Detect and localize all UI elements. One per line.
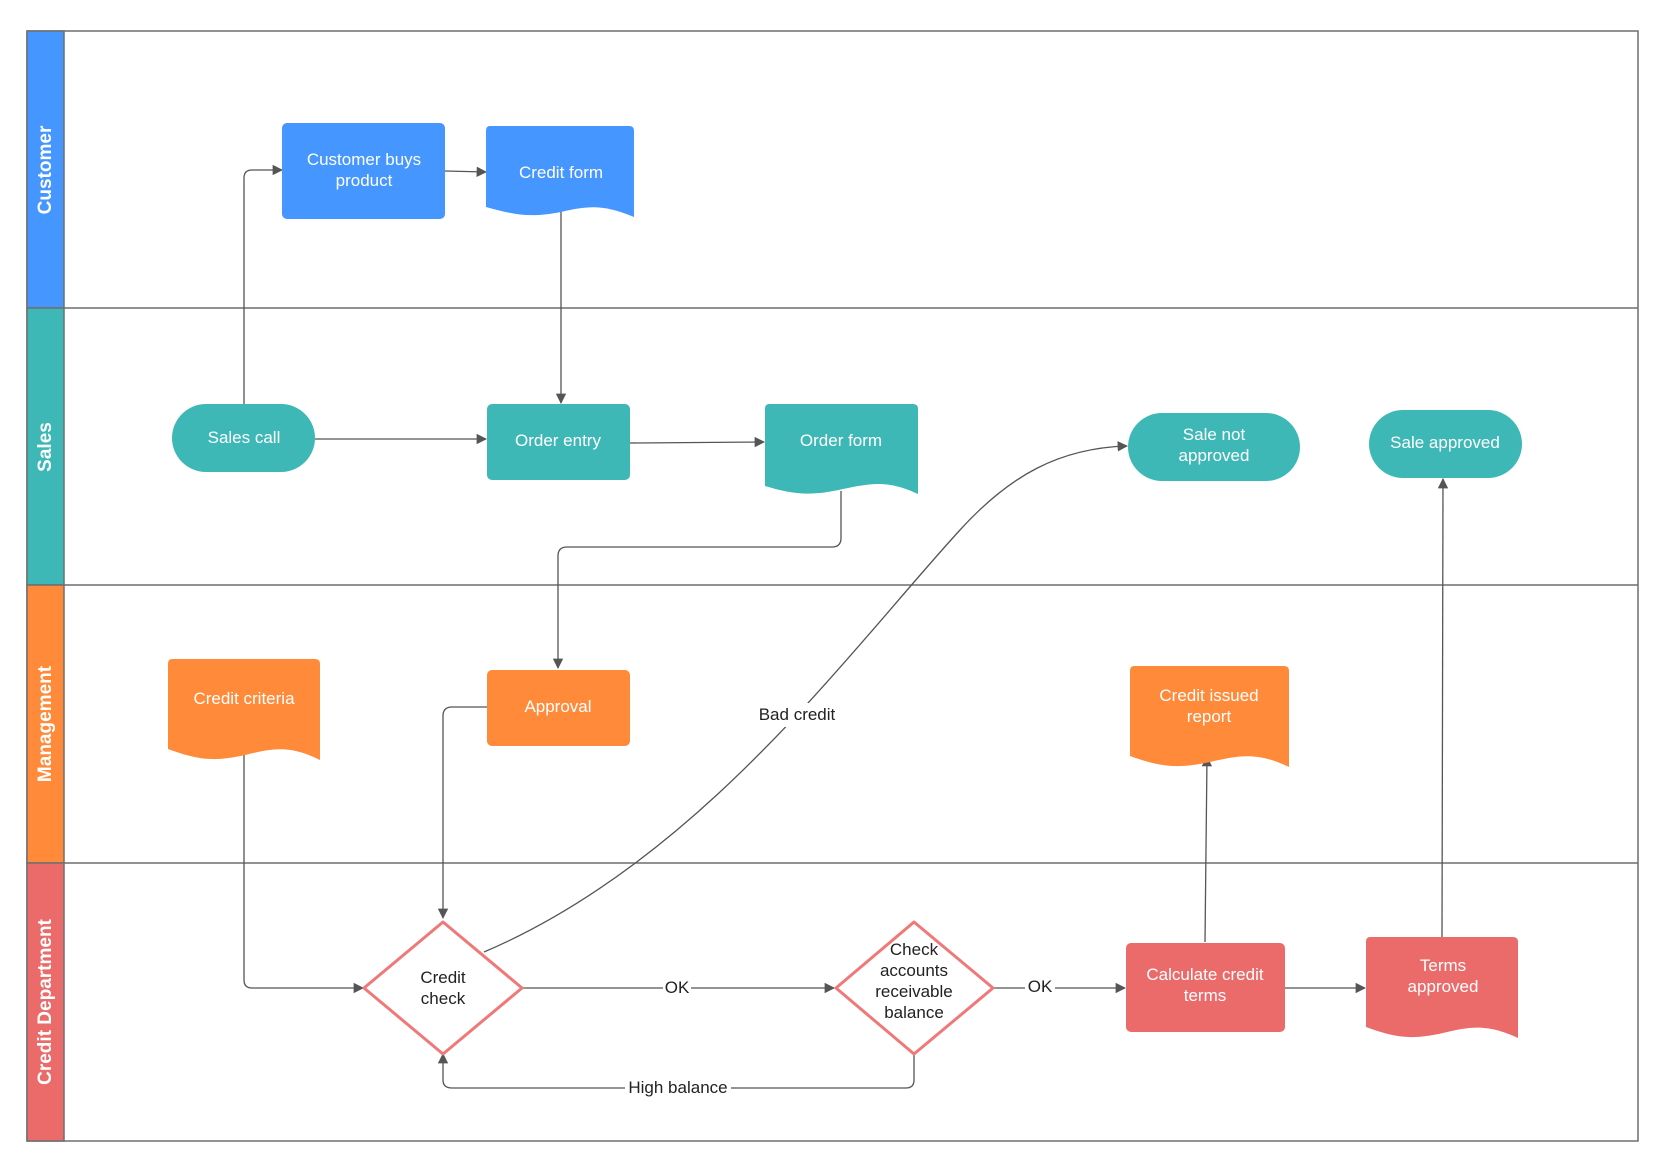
- edge-label-ok-1: OK: [665, 978, 690, 997]
- node-credit-form: Credit form: [486, 126, 634, 217]
- node-approval-label: Approval: [524, 697, 591, 716]
- lane-header-customer: [26, 30, 65, 309]
- node-order-entry: Order entry: [487, 404, 630, 480]
- node-credit-check-line-1: Credit: [420, 968, 466, 987]
- edge-terms-approved-to-sale-approved: [1437, 477, 1449, 938]
- edge-credit-criteria-to-credit-check: [243, 748, 365, 994]
- lane-credit-department: Credit Department: [26, 862, 65, 1142]
- node-sales-call: Sales call: [172, 404, 315, 472]
- lane-management: Management: [26, 584, 65, 864]
- edge-approval-to-credit-check: [437, 706, 487, 920]
- node-customer-buys-product-line-1: Customer buys: [307, 150, 421, 169]
- edge-order-entry-to-order-form: [629, 436, 766, 448]
- node-approval: Approval: [487, 670, 630, 746]
- lane-header-credit-department: [26, 862, 65, 1142]
- node-sale-approved: Sale approved: [1369, 410, 1522, 478]
- edge-label-bad-credit: Bad credit: [759, 705, 836, 724]
- node-sale-not-approved-line-1: Sale not: [1183, 425, 1246, 444]
- edge-order-form-to-approval: [552, 491, 842, 670]
- edge-labels: OK OK High balance Bad credit: [625, 703, 1055, 1100]
- lane-customer: Customer: [26, 30, 65, 309]
- node-check-accounts-line-2: accounts: [880, 961, 948, 980]
- node-customer-buys-product: Customer buys product: [282, 123, 445, 219]
- node-sales-call-label: Sales call: [208, 428, 281, 447]
- node-credit-check: Credit check: [362, 920, 524, 1056]
- node-check-accounts-receivable-balance: Check accounts receivable balance: [834, 920, 995, 1056]
- node-sale-approved-label: Sale approved: [1390, 433, 1500, 452]
- node-calculate-credit-terms-line-2: terms: [1184, 986, 1227, 1005]
- edge-customer-buys-to-credit-form: [444, 166, 488, 177]
- edge-sales-call-to-customer-buys: [243, 164, 284, 404]
- lane-label-management: Management: [35, 665, 56, 782]
- node-terms-approved-line-1: Terms: [1420, 956, 1466, 975]
- lane-label-customer: Customer: [35, 125, 56, 214]
- node-check-accounts-line-4: balance: [884, 1003, 944, 1022]
- node-calculate-credit-terms-line-1: Calculate credit: [1146, 965, 1263, 984]
- lane-label-sales: Sales: [35, 422, 56, 472]
- lane-label-credit-department: Credit Department: [35, 918, 56, 1084]
- node-credit-criteria: Credit criteria: [168, 659, 320, 760]
- node-sale-not-approved-line-2: approved: [1179, 446, 1250, 465]
- node-order-form: Order form: [765, 404, 918, 494]
- node-credit-check-line-2: check: [421, 989, 466, 1008]
- node-credit-criteria-label: Credit criteria: [193, 689, 295, 708]
- lane-sales: Sales: [26, 307, 65, 586]
- node-credit-issued-report-line-2: report: [1187, 707, 1232, 726]
- node-customer-buys-product-line-2: product: [336, 171, 393, 190]
- edge-credit-check-to-sale-not-approved: [483, 441, 1129, 953]
- edge-label-ok-2: OK: [1028, 977, 1053, 996]
- lane-header-management: [26, 584, 65, 864]
- node-terms-approved-line-2: approved: [1408, 977, 1479, 996]
- node-sale-not-approved: Sale not approved: [1128, 413, 1300, 481]
- node-credit-form-label: Credit form: [519, 163, 603, 182]
- node-credit-issued-report-line-1: Credit issued: [1159, 686, 1258, 705]
- node-calculate-credit-terms: Calculate credit terms: [1126, 943, 1285, 1032]
- node-check-accounts-line-1: Check: [890, 940, 939, 959]
- node-terms-approved: Terms approved: [1366, 937, 1518, 1038]
- edge-calculate-terms-to-credit-issued-report: [1201, 755, 1213, 943]
- edge-label-high-balance: High balance: [628, 1078, 727, 1097]
- node-order-entry-label: Order entry: [515, 431, 601, 450]
- node-credit-issued-report: Credit issued report: [1130, 666, 1289, 767]
- lane-frames: [26, 30, 1639, 1142]
- node-order-form-label: Order form: [800, 431, 882, 450]
- node-check-accounts-line-3: receivable: [875, 982, 953, 1001]
